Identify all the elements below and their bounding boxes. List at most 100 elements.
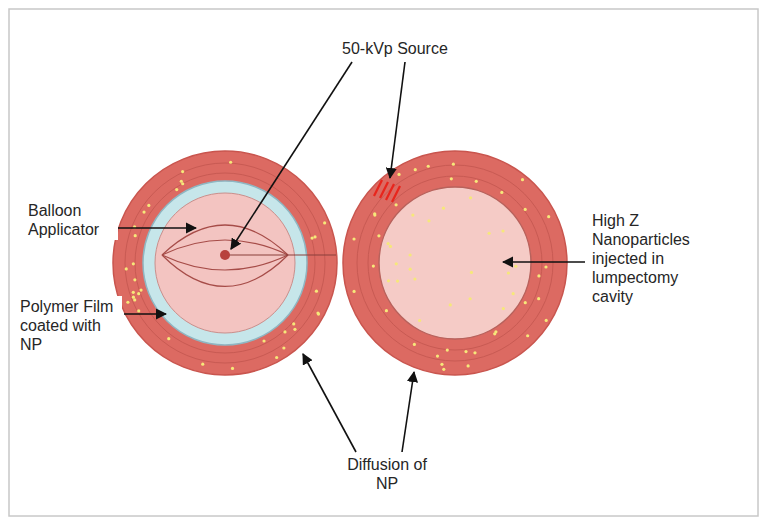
balloon bbox=[155, 193, 295, 333]
nanoparticle bbox=[142, 210, 145, 213]
nanoparticle bbox=[414, 168, 417, 171]
diffusion-label: Diffusion of NP bbox=[344, 454, 430, 494]
nanoparticle bbox=[310, 237, 313, 240]
nanoparticle bbox=[132, 262, 135, 265]
nanoparticle bbox=[427, 219, 430, 222]
nanoparticle bbox=[436, 354, 439, 357]
nanoparticle bbox=[545, 319, 548, 322]
nanoparticle bbox=[494, 330, 497, 333]
nanoparticle bbox=[387, 279, 390, 282]
nanoparticle bbox=[133, 298, 136, 301]
nanoparticle bbox=[323, 221, 326, 224]
left-tissue bbox=[113, 151, 337, 375]
nanoparticle bbox=[470, 271, 473, 274]
nanoparticle bbox=[275, 356, 278, 359]
nanoparticle bbox=[524, 208, 527, 211]
source-label: 50-kVp Source bbox=[340, 38, 450, 59]
nanoparticle bbox=[469, 297, 472, 300]
nanoparticle bbox=[512, 292, 515, 295]
nanoparticle bbox=[500, 191, 503, 194]
nanoparticle bbox=[373, 212, 376, 215]
nanoparticle bbox=[442, 368, 445, 371]
nanoparticle bbox=[133, 278, 136, 281]
nanoparticle bbox=[440, 363, 443, 366]
nanoparticle bbox=[231, 367, 234, 370]
nanoparticle bbox=[372, 264, 375, 267]
nanoparticle bbox=[387, 242, 390, 245]
nanoparticle bbox=[537, 297, 540, 300]
film-label: Polymer Film coated with NP bbox=[18, 296, 122, 355]
nanoparticle bbox=[467, 364, 470, 367]
nanoparticle bbox=[262, 339, 265, 342]
nanoparticle bbox=[537, 274, 540, 277]
nanoparticle bbox=[501, 229, 504, 232]
nanoparticle bbox=[313, 235, 316, 238]
source-dot bbox=[220, 250, 230, 260]
nanoparticle bbox=[521, 178, 524, 181]
nanoparticle bbox=[409, 253, 412, 256]
nanoparticle bbox=[449, 303, 452, 306]
nanoparticle bbox=[317, 313, 320, 316]
nanoparticle-label: High Z Nanoparticles injected in lumpect… bbox=[590, 210, 706, 307]
nanoparticle-dots bbox=[125, 161, 551, 371]
frame bbox=[9, 9, 758, 516]
nanoparticle bbox=[507, 271, 510, 274]
nanoparticle bbox=[134, 234, 137, 237]
nanoparticle bbox=[181, 170, 184, 173]
nanoparticle bbox=[175, 188, 178, 191]
nanoparticle bbox=[137, 292, 140, 295]
nanoparticle bbox=[446, 349, 449, 352]
leader-arrows bbox=[116, 62, 585, 452]
balloon-label: Balloon Applicator bbox=[26, 200, 118, 240]
nanoparticle bbox=[132, 296, 135, 299]
nanoparticle bbox=[126, 301, 129, 304]
nanoparticle bbox=[139, 288, 142, 291]
nanoparticle bbox=[283, 330, 286, 333]
nanoparticle bbox=[547, 215, 550, 218]
nanoparticle bbox=[147, 204, 150, 207]
nanoparticle bbox=[473, 351, 476, 354]
nanoparticle bbox=[442, 207, 445, 210]
nanoparticle bbox=[411, 214, 414, 217]
balloon-lines bbox=[162, 225, 336, 287]
nanoparticle bbox=[229, 161, 232, 164]
nanoparticle bbox=[469, 196, 472, 199]
nanoparticle bbox=[409, 268, 412, 271]
nanoparticle bbox=[385, 309, 388, 312]
nanoparticle bbox=[377, 234, 380, 237]
nanoparticle bbox=[396, 280, 399, 283]
nanoparticle bbox=[201, 363, 204, 366]
nanoparticle bbox=[292, 322, 295, 325]
nanoparticle bbox=[413, 343, 416, 346]
nanoparticle bbox=[352, 290, 355, 293]
nanoparticle bbox=[488, 232, 491, 235]
nanoparticle bbox=[125, 267, 128, 270]
nanoparticle bbox=[514, 265, 517, 268]
nanoparticle bbox=[452, 163, 455, 166]
nanoparticle bbox=[352, 237, 355, 240]
nanoparticle bbox=[526, 334, 529, 337]
nanoparticle bbox=[137, 309, 140, 312]
nanoparticle bbox=[282, 346, 285, 349]
polymer-film bbox=[143, 181, 307, 345]
nanoparticle bbox=[524, 301, 527, 304]
nanoparticle bbox=[413, 277, 416, 280]
nanoparticle bbox=[315, 290, 318, 293]
nanoparticle bbox=[418, 319, 421, 322]
nanoparticle bbox=[389, 245, 392, 248]
nanoparticle bbox=[464, 350, 467, 353]
nanoparticle bbox=[427, 165, 430, 168]
nanoparticle bbox=[180, 180, 183, 183]
nanoparticle bbox=[167, 337, 170, 340]
nanoparticle bbox=[132, 291, 135, 294]
nanoparticle bbox=[293, 328, 296, 331]
lumpectomy-cavity bbox=[379, 187, 531, 339]
nanoparticle bbox=[450, 177, 453, 180]
nanoparticle bbox=[397, 173, 400, 176]
nanoparticle bbox=[502, 307, 505, 310]
nanoparticle bbox=[475, 180, 478, 183]
nanoparticle bbox=[394, 203, 397, 206]
right-tissue bbox=[343, 151, 567, 375]
nanoparticle bbox=[395, 262, 398, 265]
nanoparticle bbox=[544, 265, 547, 268]
